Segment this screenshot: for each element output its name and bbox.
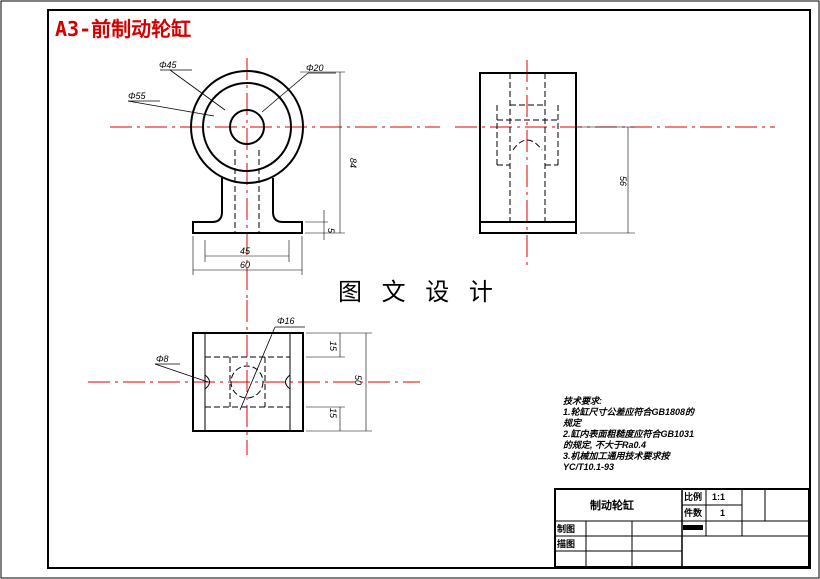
front-dim-dia20: Φ20 xyxy=(306,63,324,73)
notes-line6: YC/T10.1-93 xyxy=(563,462,614,472)
top-dim-50: 50 xyxy=(353,375,363,385)
front-view xyxy=(110,58,440,320)
notes-line2: 规定 xyxy=(562,418,583,428)
front-dim-dia55: Φ55 xyxy=(128,91,147,101)
top-dim-dia8: Φ8 xyxy=(156,354,169,364)
title-block-scale-label: 比例 xyxy=(684,491,702,502)
notes-line1: 1.轮缸尺寸公差应符合GB1808的 xyxy=(563,407,696,417)
front-dim-width60: 60 xyxy=(240,260,250,270)
title-block-part-name: 制动轮缸 xyxy=(590,498,634,512)
title-block-qty-value: 1 xyxy=(720,508,725,518)
title-block-checked-label: 描图 xyxy=(557,538,575,549)
notes-line4: 的规定, 不大于Ra0.4 xyxy=(563,440,646,450)
title-block-drawn-label: 制图 xyxy=(557,523,575,534)
title-block xyxy=(554,488,810,568)
drawing-title: A3-前制动轮缸 xyxy=(55,17,191,41)
side-view xyxy=(455,60,775,268)
title-block-qty-label: 件数 xyxy=(684,507,703,518)
top-view xyxy=(88,300,420,455)
technical-notes: 技术要求: 1.轮缸尺寸公差应符合GB1808的 规定 2.缸内表面粗糙度应符合… xyxy=(562,396,696,472)
front-dim-width45: 45 xyxy=(240,246,251,256)
top-dim-15-upper: 15 xyxy=(328,341,338,352)
top-dim-15-lower: 15 xyxy=(328,408,338,419)
side-dim-height56: 56 xyxy=(618,176,628,186)
notes-line3: 2.缸内表面粗糙度应符合GB1031 xyxy=(562,429,694,439)
title-block-scale-value: 1:1 xyxy=(712,492,725,502)
front-dim-dia45: Φ45 xyxy=(159,60,178,70)
notes-heading: 技术要求: xyxy=(563,396,602,406)
notes-line5: 3.机械加工通用技术要求按 xyxy=(563,451,672,461)
inner-border xyxy=(47,9,811,569)
front-dim-height84: 84 xyxy=(348,158,358,168)
top-dim-dia16: Φ16 xyxy=(277,316,295,326)
front-dim-height5: 5 xyxy=(326,228,336,234)
center-caption: 图 文 设 计 xyxy=(338,278,499,306)
